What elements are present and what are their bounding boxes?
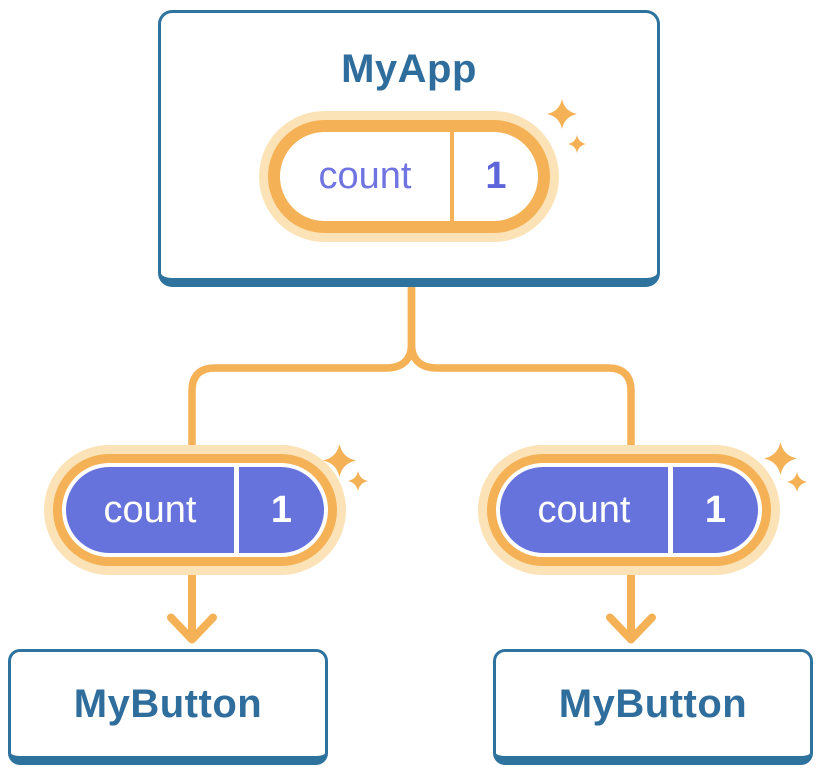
prop-pill-halo: count 1 [44, 445, 346, 575]
component-title: MyApp [341, 47, 477, 91]
state-pill: count 1 [259, 111, 559, 242]
state-value: 1 [485, 155, 507, 197]
component-title: MyButton [73, 682, 263, 726]
prop-pill-left: count 1 [44, 445, 346, 575]
prop-pill-right: count 1 [478, 445, 780, 575]
pill-divider [234, 467, 239, 553]
branch-line-right [407, 284, 635, 474]
component-title: MyButton [558, 682, 748, 726]
component-card-mybutton-left: MyButton [8, 649, 328, 765]
prop-pill-body: count 1 [66, 467, 324, 553]
pill-divider [450, 132, 454, 221]
sparkle-icon [787, 472, 807, 492]
state-pill-ring: count 1 [268, 120, 550, 233]
sparkle-icon [568, 135, 586, 153]
prop-name: count [103, 488, 197, 531]
prop-name: count [537, 488, 631, 531]
prop-pill-ring: count 1 [53, 454, 337, 566]
sparkle-icon [348, 471, 368, 491]
state-pill-halo: count 1 [259, 111, 559, 242]
branch-line-left [188, 284, 416, 474]
component-card-mybutton-right: MyButton [493, 649, 813, 765]
prop-value: 1 [704, 488, 727, 531]
pill-divider [668, 467, 673, 553]
sparkle-icon [547, 99, 577, 129]
prop-pill-body: count 1 [500, 467, 758, 553]
sparkle-icon [323, 444, 356, 477]
prop-value: 1 [270, 488, 293, 531]
prop-pill-ring: count 1 [487, 454, 771, 566]
state-name: count [318, 155, 412, 197]
sparkle-icon [764, 442, 797, 475]
prop-pill-halo: count 1 [478, 445, 780, 575]
